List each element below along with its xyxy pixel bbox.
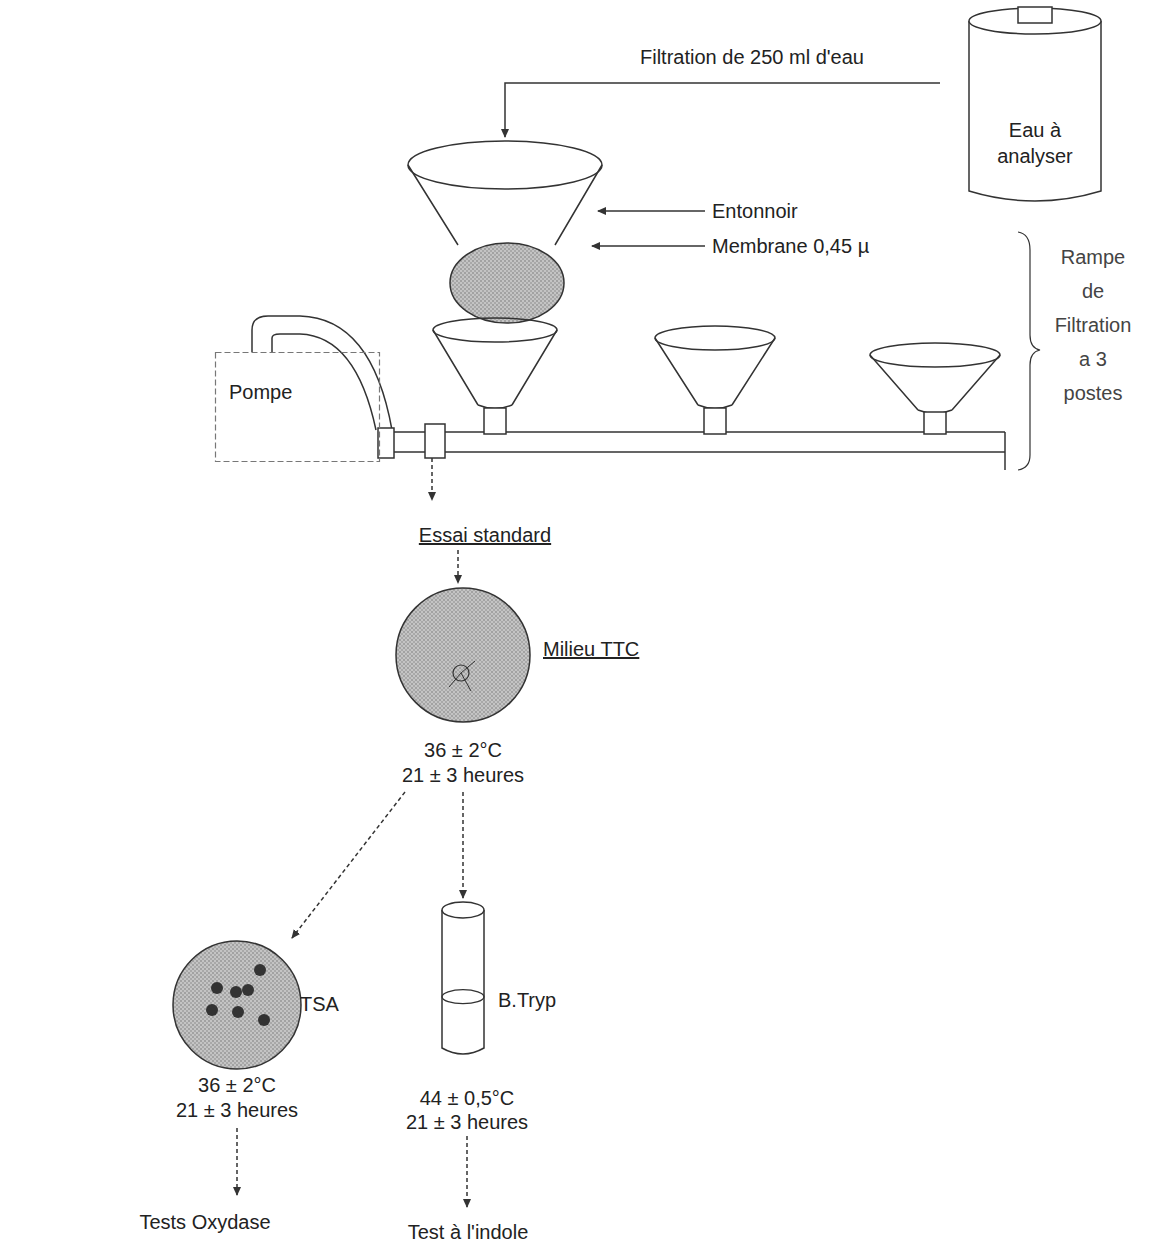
- step-label: Essai standard: [419, 523, 551, 547]
- part-label: Entonnoir: [712, 199, 798, 223]
- pump-box: Pompe: [215, 352, 380, 462]
- incubation-label: 21 ± 3 heures: [406, 1110, 528, 1134]
- node-label: Eau à analyser: [985, 117, 1085, 169]
- ttc-plate: Milieu TTC: [395, 587, 531, 792]
- incubation-label: 21 ± 3 heures: [176, 1098, 298, 1122]
- tsa-plate: TSA: [172, 940, 302, 1070]
- node-outline: [215, 352, 380, 462]
- node-label: B.Tryp: [498, 988, 556, 1012]
- node-outline: [395, 587, 531, 792]
- incubation-label: 36 ± 2°C: [424, 738, 502, 762]
- node-outline: [440, 900, 486, 1056]
- node-outline: [967, 5, 1103, 205]
- incubation-label: 21 ± 3 heures: [402, 763, 524, 787]
- tryptone-tube: B.Tryp: [440, 900, 486, 1056]
- node-label: Pompe: [229, 380, 292, 404]
- test-label: Test à l'indole: [408, 1220, 529, 1244]
- flow-arrow: [292, 792, 405, 938]
- bracket-label: Rampe de Filtration a 3 postes: [1051, 240, 1135, 410]
- test-label: Tests Oxydase: [139, 1210, 270, 1234]
- node-label: TSA: [300, 992, 339, 1016]
- flow-arrow: [462, 792, 464, 898]
- water-container: Eau à analyser: [967, 5, 1103, 205]
- incubation-label: 36 ± 2°C: [198, 1073, 276, 1097]
- part-label: Membrane 0,45 µ: [712, 234, 869, 258]
- filtration-label: Filtration de 250 ml d'eau: [640, 45, 864, 69]
- node-outline: [172, 940, 302, 1070]
- incubation-label: 44 ± 0,5°C: [420, 1086, 515, 1110]
- node-label: Milieu TTC: [543, 637, 639, 661]
